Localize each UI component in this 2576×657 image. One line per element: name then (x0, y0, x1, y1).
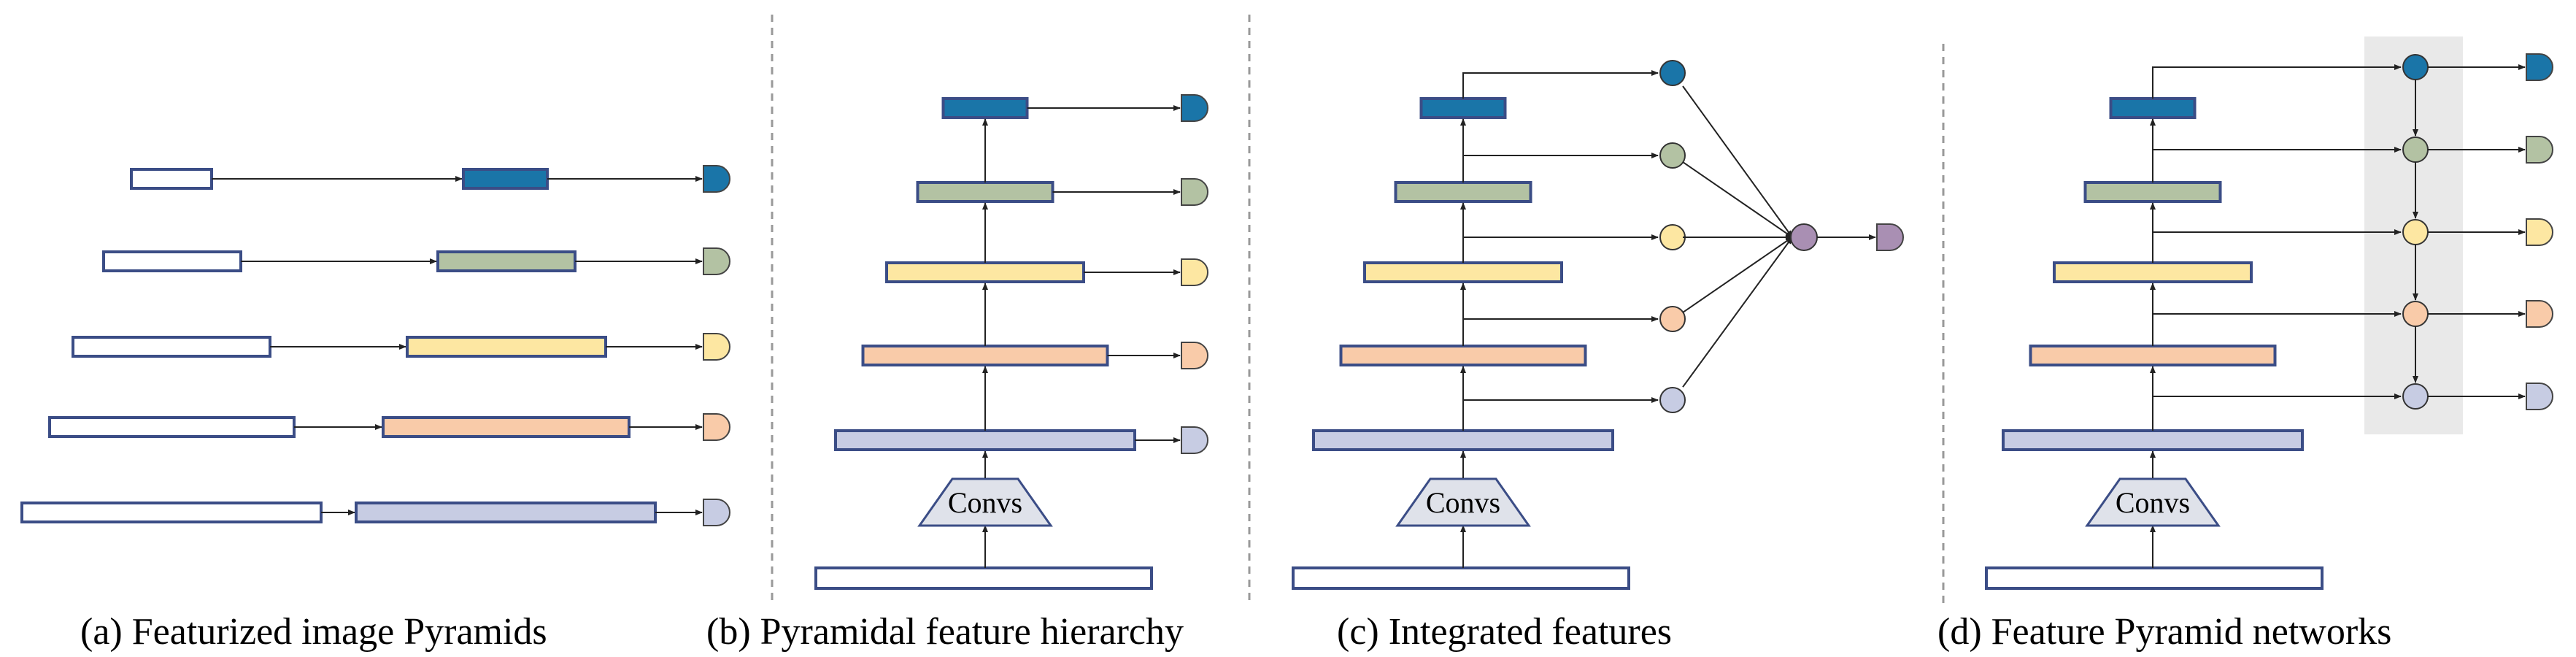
feature-map (834, 429, 1136, 451)
predict-icon (703, 247, 730, 275)
conv-block: Convs (1395, 477, 1531, 527)
fpn-node (2402, 137, 2429, 163)
panel-pyramidal-feature-hierarchy: Convs (814, 94, 1208, 590)
feature-map (462, 168, 549, 190)
lateral-arrow (2152, 64, 2402, 99)
lateral-arrow (2152, 229, 2402, 263)
predict-icon (703, 333, 730, 361)
panel-featurized-image-pyramids (20, 165, 730, 526)
feature-map (2002, 429, 2304, 451)
predict-icon (1876, 223, 1904, 251)
fused-feature-node (1790, 223, 1818, 251)
feature-node (1659, 60, 1686, 86)
convs-label: Convs (2116, 486, 2190, 519)
fpn-node (2402, 383, 2429, 410)
predict-icon (1181, 426, 1208, 454)
arrow (1682, 161, 1793, 238)
feature-map (1394, 181, 1532, 203)
predict-icon (2526, 53, 2553, 81)
predict-icon (703, 413, 730, 441)
arrow (1462, 397, 1659, 423)
arrow (1462, 316, 1659, 339)
convs-label: Convs (1426, 486, 1500, 519)
lateral-arrow (2152, 147, 2402, 182)
fpn-node (2402, 301, 2429, 327)
conv-block: Convs (2085, 477, 2221, 527)
conv-block: Convs (917, 477, 1053, 527)
feature-node (1659, 224, 1686, 250)
feature-map (1363, 261, 1563, 283)
input-image-box (48, 416, 296, 438)
predict-icon (2526, 136, 2553, 164)
feature-map (2053, 261, 2253, 283)
caption-b: (b) Pyramidal feature hierarchy (706, 611, 1184, 653)
feature-map (436, 250, 576, 272)
convs-trapezoid (2085, 477, 2221, 527)
input-image-box (130, 168, 213, 190)
predict-icon (1181, 258, 1208, 286)
predict-icon (2526, 383, 2553, 410)
predict-icon (703, 165, 730, 193)
feature-map (861, 345, 1109, 366)
feature-map (2083, 181, 2222, 203)
arrow (1682, 237, 1793, 388)
fpn-node (2402, 54, 2429, 80)
feature-map (885, 261, 1085, 283)
feature-node (1659, 387, 1686, 413)
input-image-box (20, 502, 323, 523)
feature-map (355, 502, 657, 523)
predict-icon (1181, 342, 1208, 369)
feature-map (2029, 345, 2277, 366)
predict-icon (2526, 300, 2553, 328)
arrow (1462, 153, 1659, 175)
feature-map (2109, 97, 2197, 119)
feature-map (1312, 429, 1614, 451)
convs-trapezoid (917, 477, 1053, 527)
feature-map (941, 97, 1029, 119)
input-image-box (1985, 566, 2324, 590)
caption-d: (d) Feature Pyramid networks (1937, 611, 2391, 653)
input-image-box (814, 566, 1153, 590)
panel-integrated-features: Convs (1292, 60, 1904, 590)
panel-feature-pyramid-networks: Convs (1985, 53, 2553, 590)
predict-icon (703, 499, 730, 526)
arrow (1682, 85, 1793, 238)
feature-map (916, 181, 1054, 203)
lateral-arrow (2152, 311, 2402, 346)
convs-trapezoid (1395, 477, 1531, 527)
predict-icon (1181, 94, 1208, 122)
convs-label: Convs (948, 486, 1022, 519)
feature-map (1419, 97, 1507, 119)
predict-icon (1181, 178, 1208, 206)
feature-map (1339, 345, 1587, 366)
fpn-node (2402, 219, 2429, 245)
lateral-arrow (2152, 393, 2402, 431)
caption-a: (a) Featurized image Pyramids (80, 611, 547, 653)
arrow (1462, 234, 1659, 256)
arrow (1682, 237, 1793, 313)
arrow (1462, 70, 1659, 99)
caption-c: (c) Integrated features (1337, 611, 1672, 653)
input-image-box (72, 336, 271, 358)
feature-node (1659, 142, 1686, 169)
feature-map (382, 416, 630, 438)
input-image-box (102, 250, 242, 272)
feature-node (1659, 306, 1686, 332)
predict-icon (2526, 218, 2553, 246)
feature-map (406, 336, 607, 358)
input-image-box (1292, 566, 1630, 590)
